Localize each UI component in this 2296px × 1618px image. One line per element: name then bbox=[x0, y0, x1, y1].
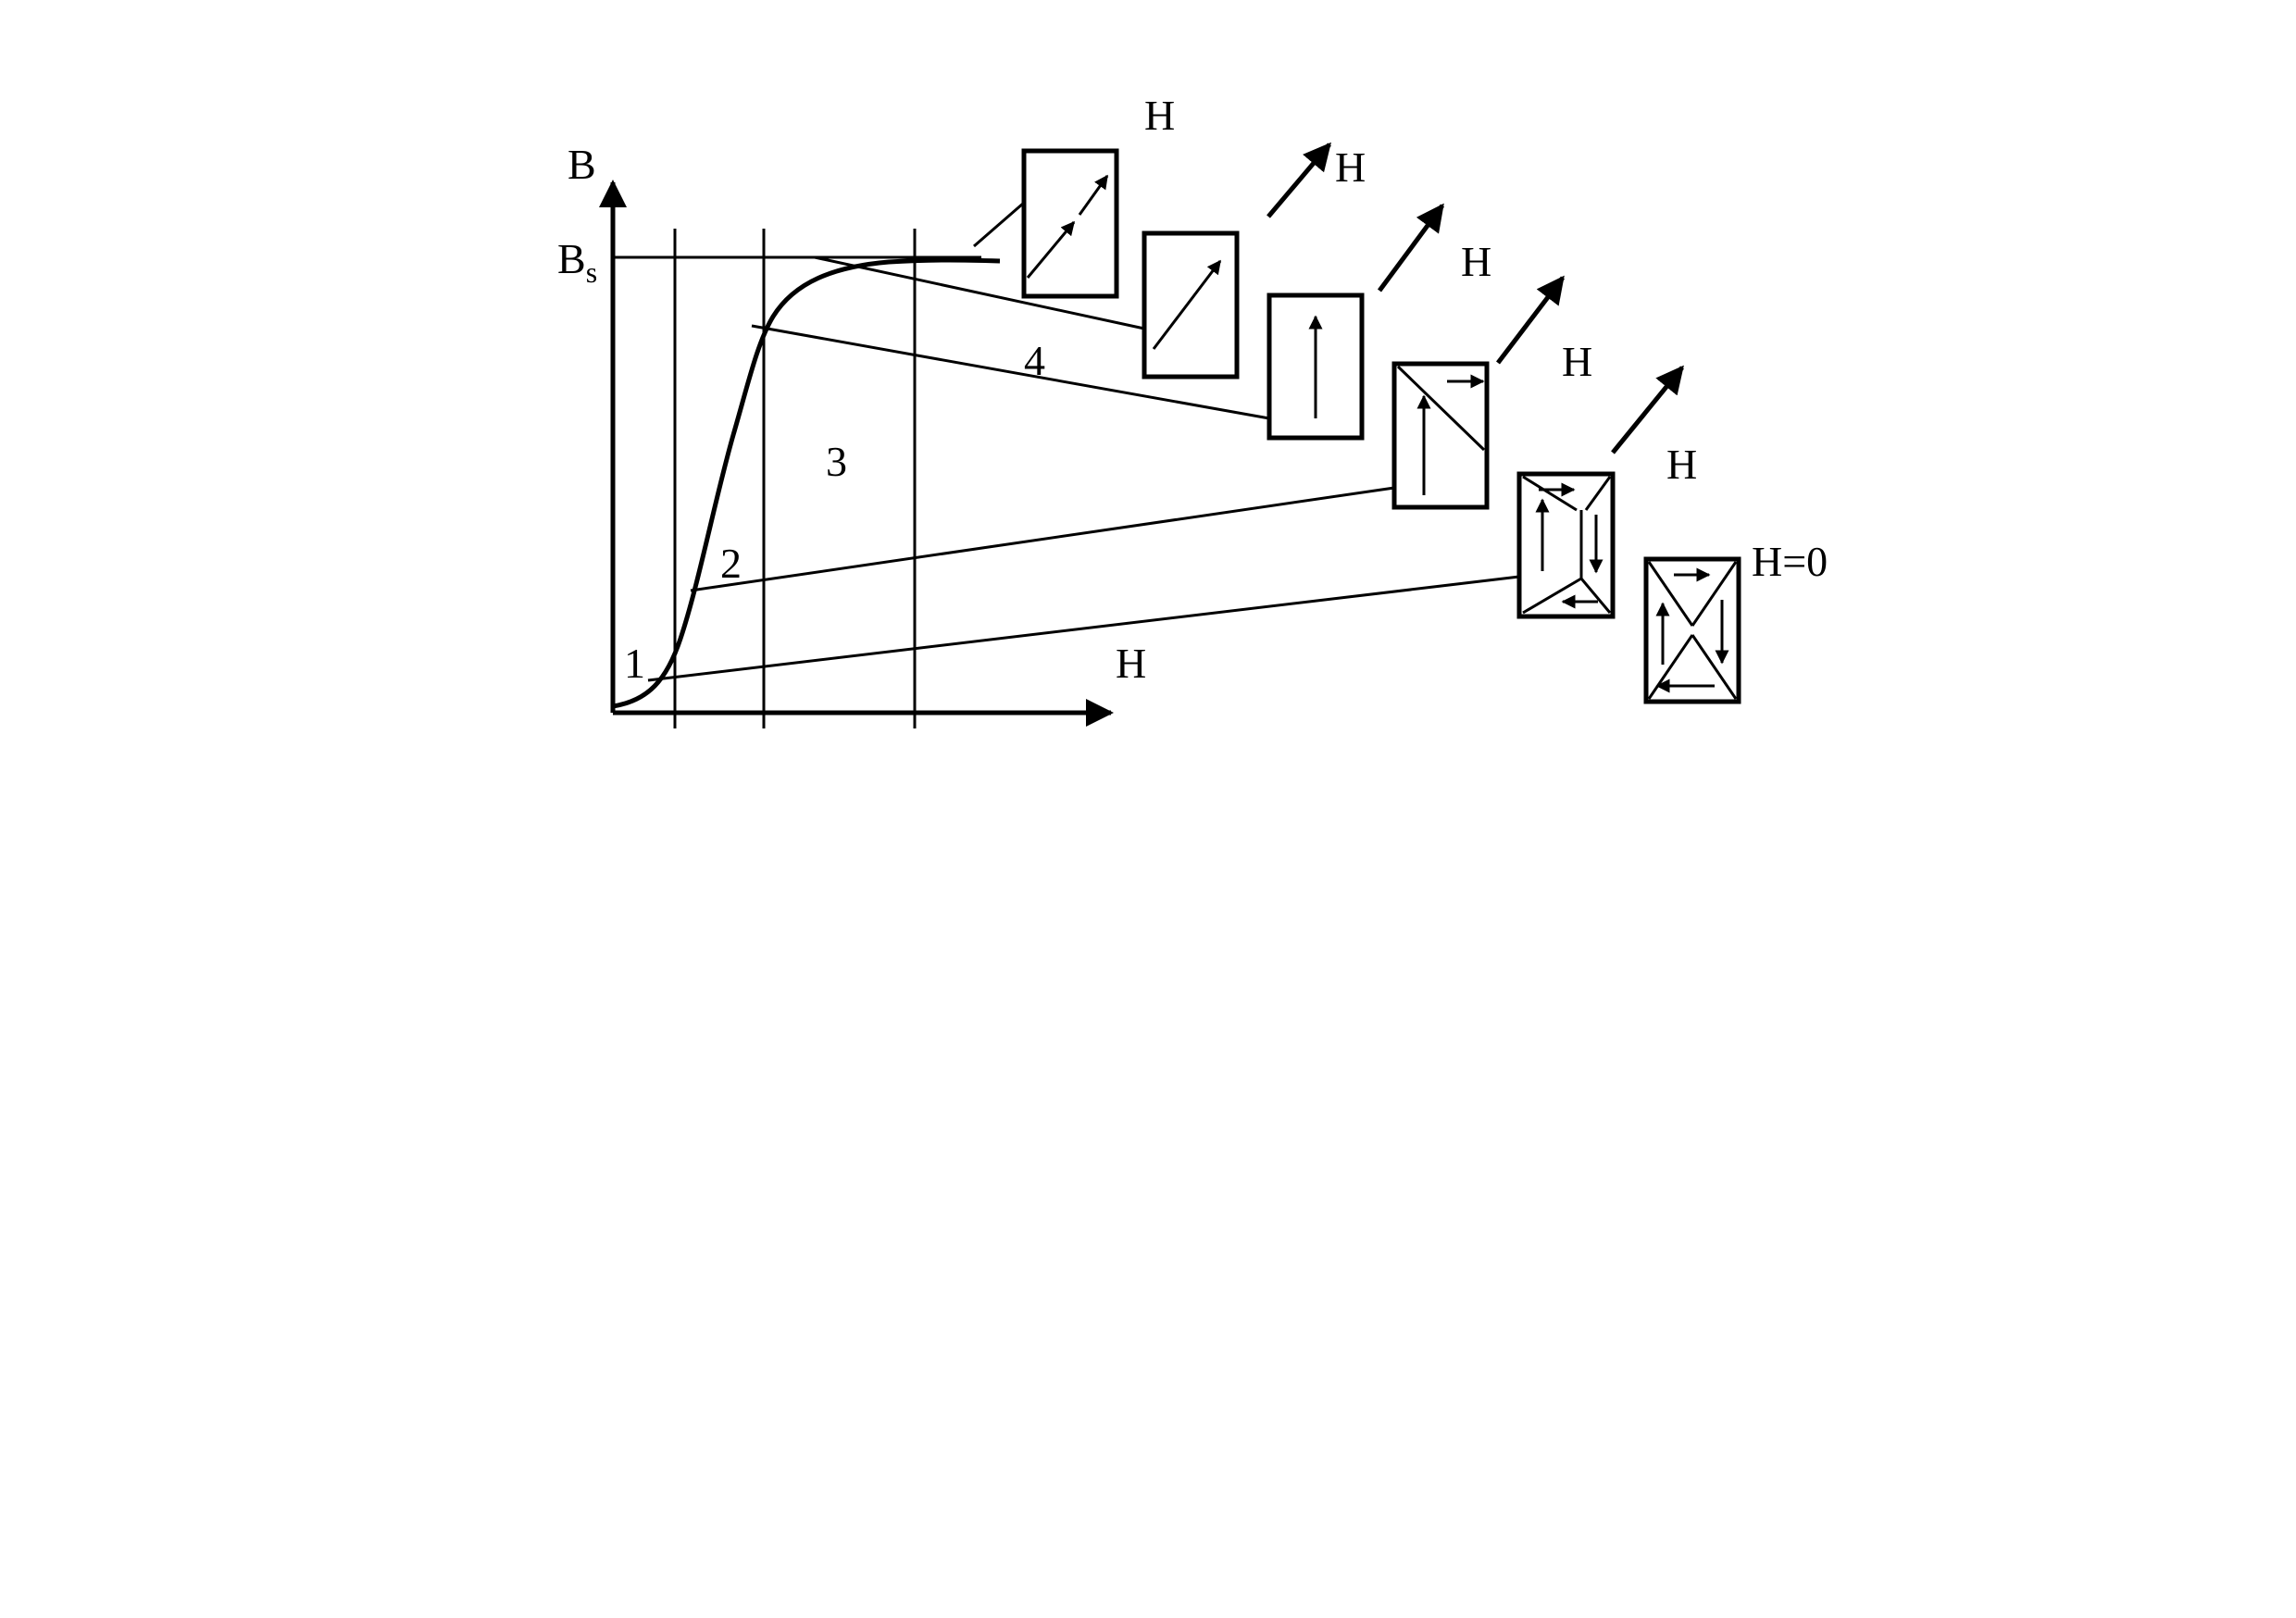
magnetization-curve bbox=[612, 257, 1001, 709]
saturation-label: Bs bbox=[557, 235, 597, 289]
domain-box bbox=[1142, 230, 1240, 380]
connector-line bbox=[973, 201, 1025, 248]
field-arrow bbox=[1611, 365, 1684, 454]
connector-line bbox=[647, 575, 1520, 682]
domain-wall bbox=[1691, 634, 1738, 700]
b-axis-label: B bbox=[568, 141, 596, 188]
domain-box bbox=[1021, 148, 1119, 299]
magnetization-arrow bbox=[1152, 259, 1222, 350]
connector-line bbox=[690, 486, 1395, 592]
domain-diagram-demagnetized: H=0 bbox=[1643, 538, 1828, 704]
domain-wall bbox=[1647, 634, 1694, 700]
domain-box bbox=[1516, 471, 1616, 619]
connector-lines bbox=[647, 201, 1520, 682]
connector-line bbox=[814, 255, 1145, 330]
domain-wall bbox=[1579, 578, 1612, 614]
region-boundaries bbox=[673, 229, 917, 728]
field-label: H bbox=[1335, 143, 1366, 191]
field-label: H bbox=[1144, 92, 1175, 139]
region-2-label: 2 bbox=[720, 540, 742, 587]
domain-box bbox=[1267, 292, 1365, 441]
field-arrow bbox=[1496, 275, 1565, 365]
domain-diagram-rotation: H bbox=[1142, 142, 1366, 380]
domain-wall bbox=[1584, 476, 1612, 511]
domain-wall bbox=[1396, 365, 1486, 452]
field-label: H bbox=[1562, 338, 1592, 385]
zero-field-label: H=0 bbox=[1752, 538, 1828, 585]
region-labels: 1 2 3 4 bbox=[624, 337, 1045, 687]
magnetization-arrow bbox=[1078, 174, 1109, 216]
domain-diagram-single: H bbox=[1267, 203, 1491, 441]
domain-box bbox=[1391, 361, 1490, 510]
field-arrow bbox=[1267, 142, 1331, 218]
domain-wall bbox=[1522, 475, 1578, 512]
region-1-label: 1 bbox=[624, 640, 645, 687]
domain-box bbox=[1643, 556, 1741, 704]
region-4-label: 4 bbox=[1024, 337, 1045, 384]
connector-line bbox=[751, 324, 1270, 420]
h-axis-label: H bbox=[1116, 640, 1146, 687]
field-label: H bbox=[1666, 441, 1697, 488]
domain-diagram-two-domains: H bbox=[1391, 275, 1592, 510]
axes: B H Bs bbox=[557, 141, 1146, 727]
region-3-label: 3 bbox=[826, 438, 847, 485]
domain-diagram-wall-motion: H bbox=[1516, 365, 1697, 619]
field-arrow bbox=[1377, 203, 1445, 292]
domain-wall bbox=[1691, 561, 1738, 627]
domain-wall bbox=[1522, 577, 1582, 615]
magnetization-arrow bbox=[1026, 220, 1076, 279]
domain-wall bbox=[1647, 561, 1694, 627]
field-label: H bbox=[1461, 238, 1491, 285]
domain-diagram-saturated: H bbox=[1021, 92, 1175, 299]
